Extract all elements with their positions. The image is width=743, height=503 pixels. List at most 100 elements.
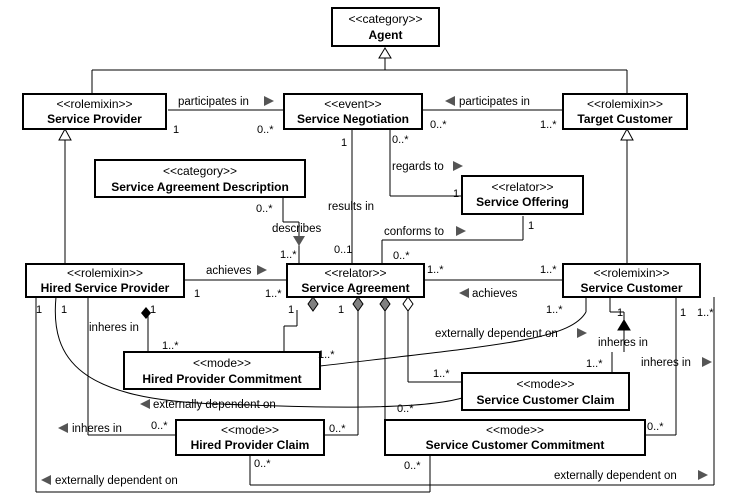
direction-arrow-right-icon <box>264 96 274 106</box>
direction-arrow-left-icon <box>58 423 68 433</box>
class-name: Service Agreement Description <box>111 180 289 194</box>
class-name: Service Customer Claim <box>476 393 614 407</box>
composition-diamonds <box>307 296 414 312</box>
generalization-arrow-target-customer <box>620 127 634 141</box>
generalization-arrow-agent <box>378 47 392 59</box>
stereotype: <<mode>> <box>486 423 544 437</box>
diamond-hpc <box>307 296 319 312</box>
direction-arrow-down-icon <box>293 236 305 246</box>
multiplicity: 1 <box>680 307 686 319</box>
multiplicity: 1..* <box>433 368 450 380</box>
stereotype: <<rolemixin>> <box>67 266 143 280</box>
multiplicities: 1 0..* 0..* 1..* 0..* 1 0..* 1..* 1 0..1… <box>36 119 714 472</box>
label-externally-dependent-on-bottom-left: externally dependent on <box>55 475 178 487</box>
direction-arrow-right-icon <box>257 265 267 275</box>
class-name: Target Customer <box>577 112 672 126</box>
stereotype: <<mode>> <box>516 377 574 391</box>
stereotype: <<category>> <box>348 12 422 26</box>
multiplicity: 0..* <box>329 423 346 435</box>
class-service-agreement[interactable]: <<relator>> Service Agreement <box>286 263 425 298</box>
multiplicity: 1..* <box>280 249 297 261</box>
multiplicity: 1 <box>528 220 534 232</box>
diamond-scc <box>379 296 391 312</box>
multiplicity: 1..* <box>540 119 557 131</box>
multiplicity: 1 <box>341 137 347 149</box>
inherence-arrow-sc <box>617 319 631 331</box>
association-labels: participates in participates in regards … <box>41 96 712 487</box>
label-inheres-in-sc-right: inheres in <box>641 357 691 369</box>
class-service-offering[interactable]: <<relator>> Service Offering <box>461 175 584 215</box>
class-name: Agent <box>369 28 403 42</box>
multiplicity: 1..* <box>540 264 557 276</box>
generalization-lines <box>58 47 634 264</box>
direction-arrow-right-icon <box>456 226 466 236</box>
direction-arrow-left-icon <box>140 399 150 409</box>
multiplicity: 1 <box>338 304 344 316</box>
label-inheres-in-sc: inheres in <box>598 337 648 349</box>
class-target-customer[interactable]: <<rolemixin>> Target Customer <box>562 93 688 130</box>
multiplicity: 0..* <box>392 134 409 146</box>
class-name: Service Customer <box>580 281 682 295</box>
direction-arrow-right-icon <box>698 470 708 480</box>
diamond-hpcl <box>352 296 364 312</box>
stereotype: <<rolemixin>> <box>56 97 132 111</box>
multiplicity: 1..* <box>586 358 603 370</box>
label-results-in: results in <box>328 201 374 213</box>
class-service-agreement-description[interactable]: <<category>> Service Agreement Descripti… <box>94 159 306 198</box>
label-achieves-right: achieves <box>472 288 518 300</box>
label-conforms-to: conforms to <box>384 226 444 238</box>
direction-arrow-left-icon <box>445 96 455 106</box>
class-name: Service Customer Commitment <box>426 438 605 452</box>
multiplicity: 0..* <box>647 421 664 433</box>
label-achieves-left: achieves <box>206 265 252 277</box>
class-service-customer-commitment[interactable]: <<mode>> Service Customer Commitment <box>384 419 646 456</box>
association-lines <box>35 109 715 493</box>
multiplicity: 1 <box>453 188 459 200</box>
class-name: Service Agreement <box>301 281 409 295</box>
multiplicity: 1 <box>288 304 294 316</box>
stereotype: <<rolemixin>> <box>593 266 669 280</box>
generalization-arrow-service-provider <box>58 127 72 141</box>
multiplicity: 0..* <box>397 403 414 415</box>
direction-arrow-left-icon <box>459 288 469 298</box>
class-name: Service Offering <box>476 195 569 209</box>
stereotype: <<rolemixin>> <box>587 97 663 111</box>
class-name: Hired Service Provider <box>41 281 170 295</box>
label-externally-dependent-on-bottom-right: externally dependent on <box>554 470 677 482</box>
class-hired-provider-claim[interactable]: <<mode>> Hired Provider Claim <box>175 419 325 456</box>
stereotype: <<mode>> <box>193 356 251 370</box>
class-service-provider[interactable]: <<rolemixin>> Service Provider <box>22 93 167 130</box>
label-inheres-in-hsp: inheres in <box>89 322 139 334</box>
class-service-negotiation[interactable]: <<event>> Service Negotiation <box>283 93 423 130</box>
multiplicity: 1 <box>36 304 42 316</box>
multiplicity: 0..1 <box>334 244 352 256</box>
class-hired-service-provider[interactable]: <<rolemixin>> Hired Service Provider <box>25 263 185 298</box>
multiplicity: 0..* <box>151 420 168 432</box>
multiplicity: 1..* <box>546 304 563 316</box>
class-service-customer[interactable]: <<rolemixin>> Service Customer <box>562 263 701 298</box>
direction-arrow-right-icon <box>702 357 712 367</box>
multiplicity: 1..* <box>162 340 179 352</box>
stereotype: <<mode>> <box>221 423 279 437</box>
label-externally-dependent-on-mid: externally dependent on <box>153 399 276 411</box>
class-name: Service Negotiation <box>297 112 409 126</box>
class-name: Hired Provider Claim <box>191 438 310 452</box>
stereotype: <<relator>> <box>491 180 553 194</box>
direction-arrow-left-icon <box>41 475 51 485</box>
class-agent[interactable]: <<category>> Agent <box>331 7 440 47</box>
stereotype: <<category>> <box>163 164 237 178</box>
multiplicity: 0..* <box>430 119 447 131</box>
label-participates-in-left: participates in <box>178 96 249 108</box>
direction-arrow-right-icon <box>453 161 463 171</box>
class-service-customer-claim[interactable]: <<mode>> Service Customer Claim <box>461 372 630 411</box>
class-name: Service Provider <box>47 112 142 126</box>
stereotype: <<event>> <box>324 97 381 111</box>
multiplicity: 0..* <box>254 458 271 470</box>
stereotype: <<relator>> <box>324 266 386 280</box>
inherence-arrow-hsp <box>141 307 151 319</box>
class-hired-provider-commitment[interactable]: <<mode>> Hired Provider Commitment <box>123 351 321 390</box>
direction-arrow-right-icon <box>577 328 587 338</box>
multiplicity: 1..* <box>265 288 282 300</box>
label-participates-in-right: participates in <box>459 96 530 108</box>
